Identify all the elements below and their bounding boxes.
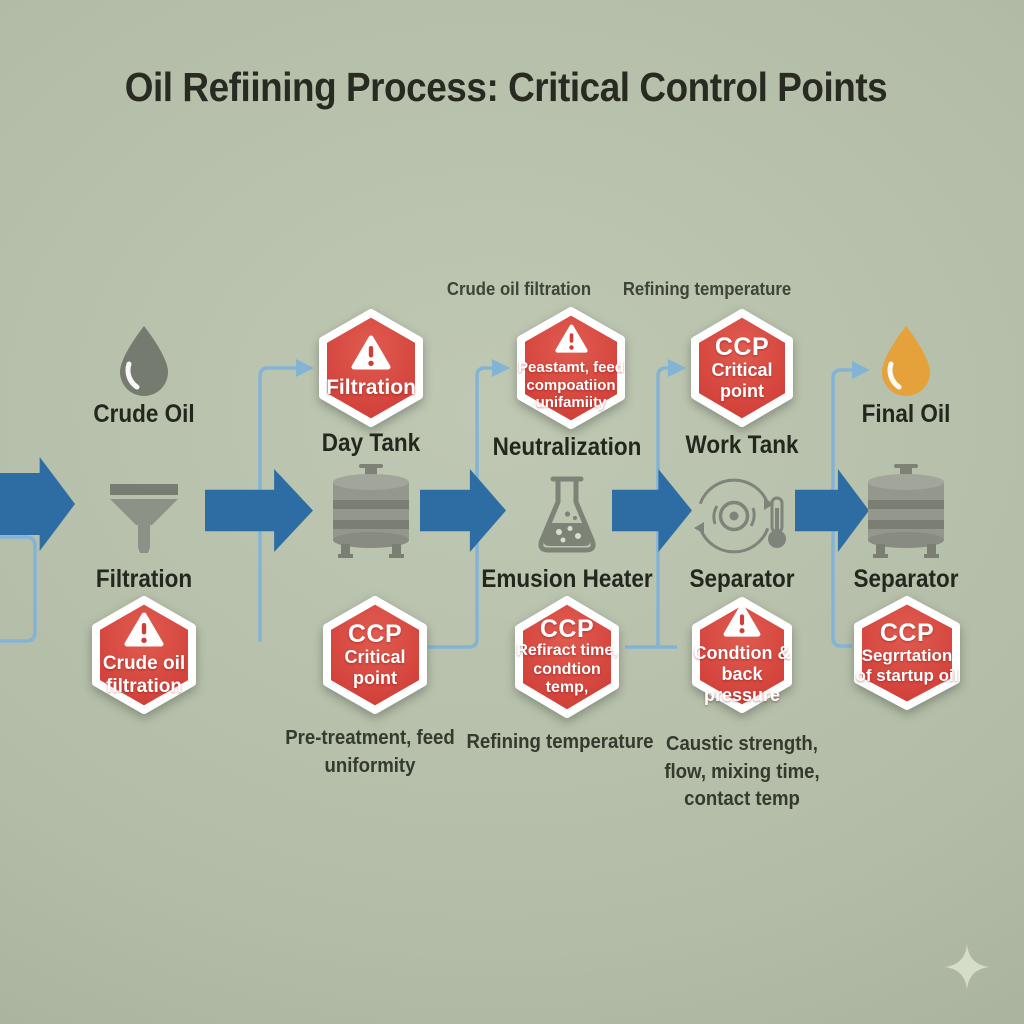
storage-tank-icon xyxy=(333,464,409,558)
connector-arrowhead xyxy=(296,359,314,377)
process-label-separator-2: Separator xyxy=(853,565,959,593)
warning-icon xyxy=(554,324,588,353)
process-label-filtration: Filtration xyxy=(95,565,193,593)
oil-droplet-icon xyxy=(120,326,168,396)
stage-label-final-oil: Final Oil xyxy=(861,400,951,428)
stage-label-day-tank: Day Tank xyxy=(321,429,421,457)
process-label-separator-1: Separator xyxy=(689,565,795,593)
ccp-hexagon-work-tank: CCP Critical point xyxy=(690,308,794,428)
connector-left-edge xyxy=(0,535,37,643)
page-title: Oil Refiining Process: Critical Control … xyxy=(124,64,888,110)
separator-gauge-icon xyxy=(694,478,786,554)
connector-arrowhead xyxy=(492,359,510,377)
connector-to-filtration-ccp xyxy=(258,366,296,642)
note-refining-temperature-top: Refining temperature xyxy=(622,279,792,299)
ccp-text: Crude oil filtration xyxy=(102,653,186,697)
connector-arrowhead xyxy=(852,361,870,379)
note-caustic-strength: Caustic strength, flow, mixing time, con… xyxy=(664,733,820,811)
ccp-heading: CCP xyxy=(879,619,935,647)
ccp-hexagon-filtration: Filtration xyxy=(318,308,424,428)
connector-heater-to-worktank xyxy=(656,366,668,647)
warning-icon xyxy=(723,604,761,637)
warning-icon xyxy=(124,612,164,647)
ccp-text: Segrrtation of startup oil xyxy=(855,646,959,686)
stage-label-crude-oil: Crude Oil xyxy=(93,400,195,428)
warning-icon xyxy=(351,335,391,370)
ccp-text: Critical point xyxy=(344,647,406,689)
ccp-text: Filtration xyxy=(326,376,416,400)
stage-label-neutralization: Neutralization xyxy=(492,433,642,461)
note-crude-oil-filtration: Crude oil filtration xyxy=(446,279,592,299)
ccp-text: Critical point xyxy=(711,360,773,402)
ccp-text: Refiract time, condtion temp, xyxy=(516,642,618,697)
ccp-heading: CCP xyxy=(539,614,595,643)
final-oil-droplet-icon xyxy=(882,326,930,396)
stage-label-work-tank: Work Tank xyxy=(685,431,799,459)
funnel-icon xyxy=(110,484,178,553)
ccp-hexagon-crude-oil-filtration: Crude oil filtration xyxy=(91,595,197,715)
ccp-heading: CCP xyxy=(714,332,770,361)
connector-arrowhead xyxy=(668,359,686,377)
ccp-text: Condtion & back pressure xyxy=(693,642,791,706)
ccp-hexagon-neutralization: Peastamt, feed compoatiion unifamiity xyxy=(516,306,626,430)
storage-tank-icon-2 xyxy=(868,464,944,558)
process-label-emusion-heater: Emusion Heater xyxy=(481,565,653,593)
sparkle-icon xyxy=(944,944,990,990)
ccp-heading: CCP xyxy=(347,619,403,648)
note-refining-temperature-bottom: Refining temperature xyxy=(466,731,654,753)
ccp-hexagon-day-tank: CCP Critical point xyxy=(322,595,428,715)
ccp-hexagon-separator: Condtion & back pressure xyxy=(691,596,793,714)
ccp-hexagon-final-oil: CCP Segrrtation of startup oil xyxy=(853,595,961,711)
ccp-hexagon-heater: CCP Refiract time, condtion temp, xyxy=(514,595,620,719)
note-pretreatment: Pre-treatment, feed uniformity xyxy=(285,727,455,777)
ccp-text: Peastamt, feed compoatiion unifamiity xyxy=(518,359,624,412)
flask-icon xyxy=(538,476,596,553)
